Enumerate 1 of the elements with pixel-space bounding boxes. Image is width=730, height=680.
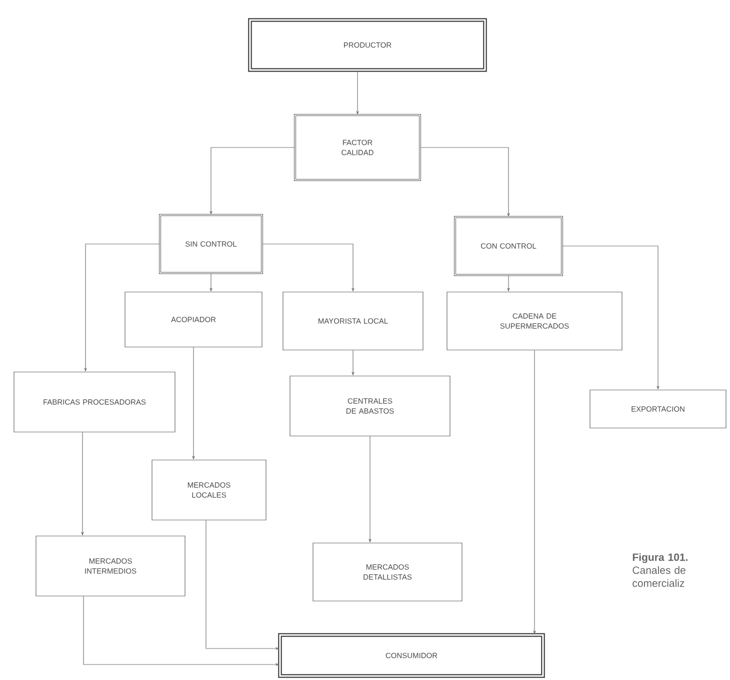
figure-caption: Figura 101. Canales de comercializ [632, 553, 688, 587]
